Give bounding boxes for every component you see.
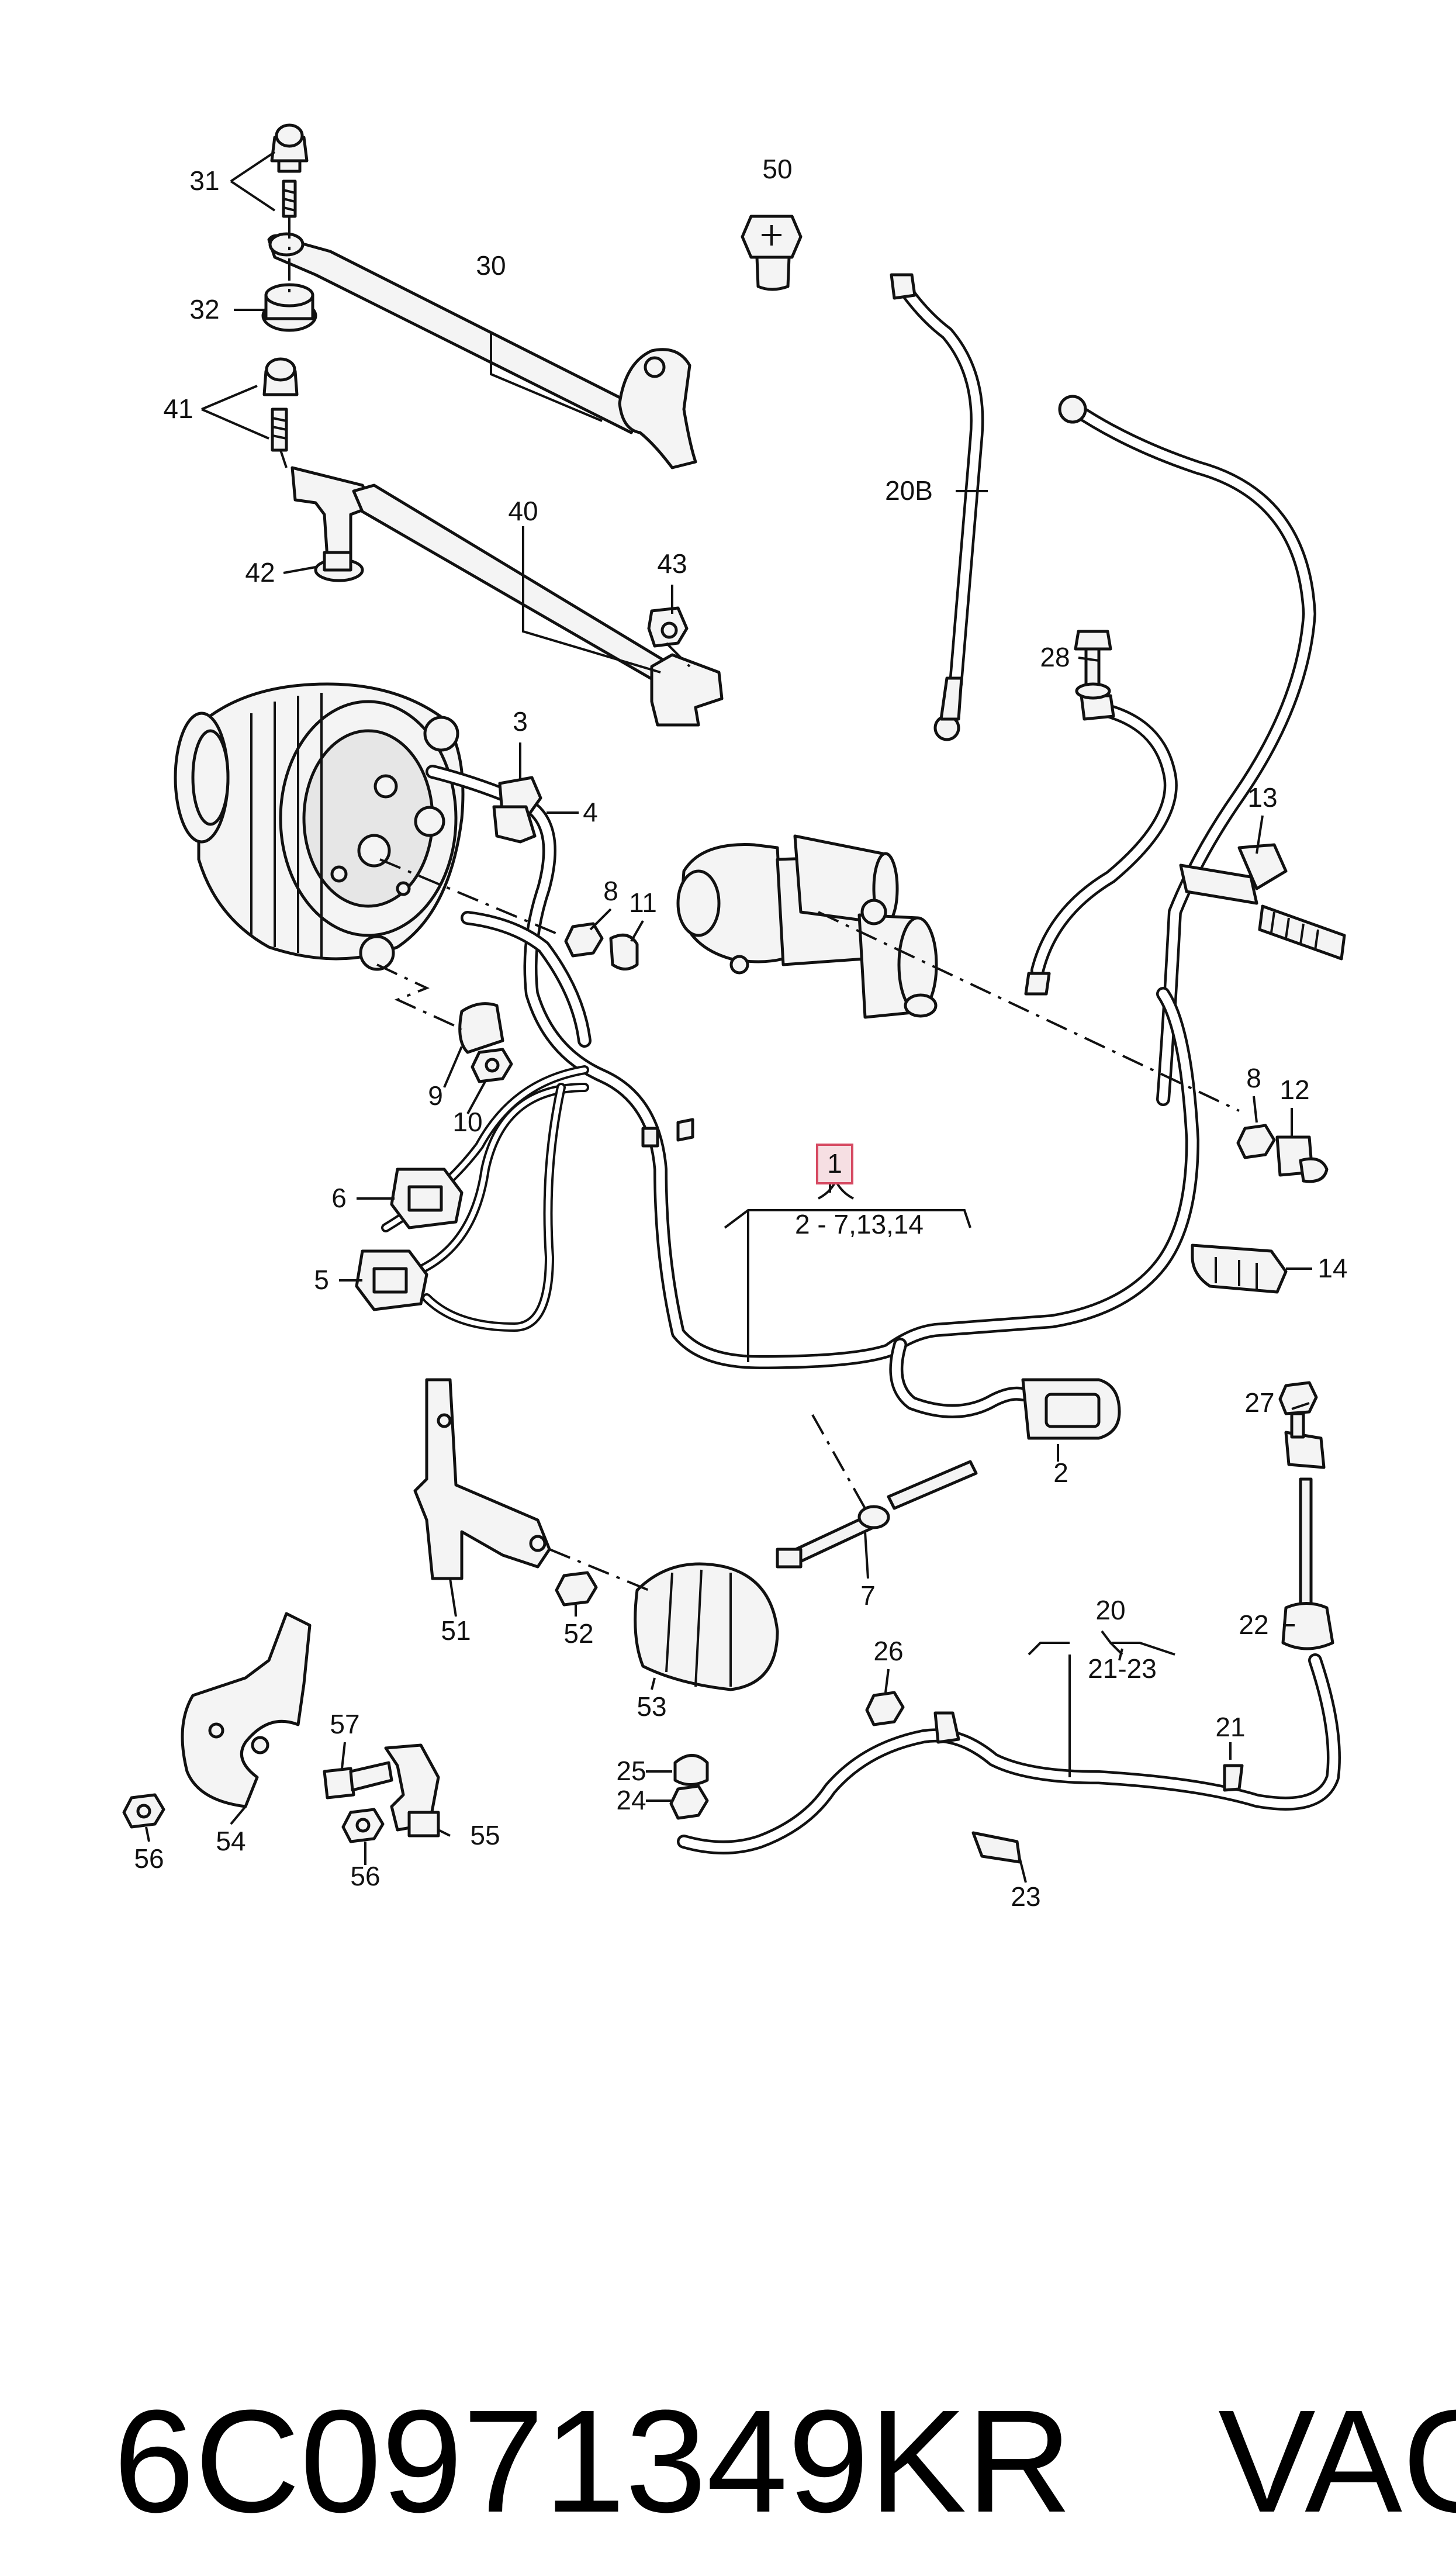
bolt-31 [270,123,309,218]
callout-31[interactable]: 31 [189,165,219,196]
washer-32 [261,283,317,332]
callout-23[interactable]: 23 [1011,1881,1040,1912]
callout-10[interactable]: 10 [452,1107,482,1137]
sleeve-53 [634,1562,779,1691]
nut-43 [647,606,689,648]
callout-41[interactable]: 41 [163,393,193,424]
connector-5 [355,1249,428,1311]
strap-14 [1191,1244,1288,1294]
nut-8-left [564,922,604,958]
callout-5[interactable]: 5 [314,1265,329,1295]
wiring-harness-20 [677,1653,1341,1864]
part-number: 6C0971349KR [113,2379,1073,2543]
bolt-41 [262,357,299,452]
part-number-footer: 6C0971349KR VAG [32,2198,1456,2543]
callout-2[interactable]: 2 [1053,1457,1068,1488]
callout-12[interactable]: 12 [1279,1075,1309,1105]
cable-tie-7 [776,1460,978,1569]
bolt-27 [1278,1381,1318,1439]
callout-20-range: 21-23 [1088,1653,1157,1684]
bracket-55 [384,1743,440,1838]
callout-6[interactable]: 6 [331,1183,347,1213]
callout-54[interactable]: 54 [216,1826,245,1856]
cap-11 [609,933,639,970]
alternator [174,682,465,971]
callout-14[interactable]: 14 [1317,1253,1347,1283]
connector-6 [390,1168,464,1229]
grommet-22 [1281,1431,1334,1650]
callout-20[interactable]: 20 [1095,1595,1125,1625]
cap-12 [1275,1135,1329,1183]
starter-motor [676,834,938,1019]
strap-30 [267,232,697,469]
callout-56b[interactable]: 56 [350,1861,380,1891]
callout-9[interactable]: 9 [428,1080,443,1111]
callout-3[interactable]: 3 [513,706,528,737]
sensor-50 [741,215,803,291]
strap-40 [352,483,724,727]
bolt-57 [323,1761,393,1800]
callout-27[interactable]: 27 [1244,1387,1274,1418]
callout-28[interactable]: 28 [1040,642,1070,672]
connector-2 [1021,1378,1121,1440]
assembly-lines [279,216,1240,1591]
callout-8-left[interactable]: 8 [603,876,618,906]
clip-13 [1179,843,1346,961]
callout-51[interactable]: 51 [441,1615,471,1646]
callout-40[interactable]: 40 [508,496,538,526]
callout-43[interactable]: 43 [657,548,687,579]
nut-52 [555,1571,598,1607]
parts-diagram: 1 2 - 7,13,14 2 3 4 5 6 7 8 8 9 10 11 12… [122,123,1348,1912]
callout-7[interactable]: 7 [860,1580,876,1611]
callout-13[interactable]: 13 [1247,782,1277,813]
callout-57[interactable]: 57 [330,1709,359,1739]
callout-30[interactable]: 30 [476,250,506,281]
callout-55[interactable]: 55 [470,1820,500,1850]
callout-labels: 1 2 - 7,13,14 2 3 4 5 6 7 8 8 9 10 11 12… [134,154,1347,1912]
nut-26 [865,1691,905,1726]
callout-11[interactable]: 11 [629,887,657,918]
callout-24[interactable]: 24 [616,1785,646,1815]
callout-1-highlight [816,1144,853,1184]
connector-3 [492,776,542,844]
callout-1[interactable]: 1 [827,1148,842,1179]
cap-25 [673,1754,709,1786]
callout-4[interactable]: 4 [583,797,598,827]
callout-8-right[interactable]: 8 [1246,1063,1261,1093]
callout-20B[interactable]: 20B [885,475,933,506]
brand: VAG [1218,2379,1456,2543]
ground-strap-20B [890,273,984,741]
callout-52[interactable]: 52 [563,1618,593,1649]
callout-1-range: 2 - 7,13,14 [795,1209,924,1239]
callout-22[interactable]: 22 [1239,1609,1268,1640]
callout-56a[interactable]: 56 [134,1843,164,1874]
wiring-harness-1 [381,765,1199,1418]
callout-32[interactable]: 32 [189,294,219,324]
callout-53[interactable]: 53 [637,1691,666,1722]
bracket-51 [413,1378,551,1580]
callout-26[interactable]: 26 [873,1636,903,1666]
nut-56a [122,1793,165,1829]
callout-50[interactable]: 50 [762,154,792,184]
leader-lines [145,151,1312,1883]
callout-25[interactable]: 25 [616,1756,646,1786]
clip-9 [458,1002,504,1054]
nut-8-right [1236,1124,1276,1159]
battery-cable [1024,395,1316,1106]
bracket-42 [290,466,376,582]
nut-10 [471,1048,513,1083]
bracket-54 [181,1612,312,1808]
bolt-28 [1074,630,1112,700]
nut-24 [669,1784,709,1820]
callout-42[interactable]: 42 [245,557,275,588]
callout-21[interactable]: 21 [1215,1712,1245,1742]
nut-56b [341,1808,385,1843]
